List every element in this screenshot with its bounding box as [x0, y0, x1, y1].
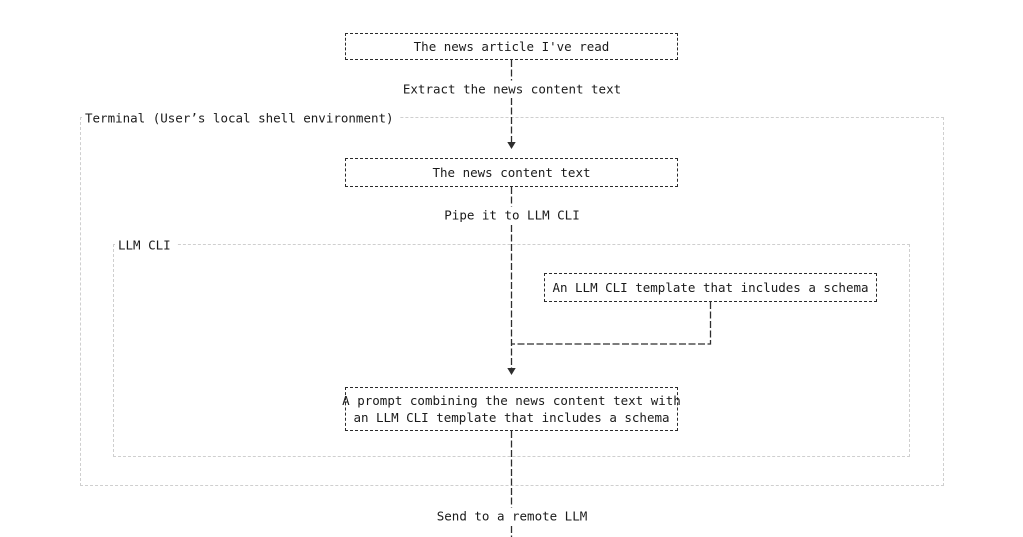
node-news-article: The news article I've read [345, 33, 678, 60]
node-news-content-text: The news content text [345, 158, 678, 187]
node-combined-prompt: A prompt combining the news content text… [342, 387, 681, 431]
node-llm-cli-template: An LLM CLI template that includes a sche… [544, 273, 877, 302]
edge-template-connector [511, 302, 712, 345]
llm-cli-group-label: LLM CLI [115, 237, 176, 253]
node-combined-prompt-label-line1: A prompt combining the news content text… [342, 393, 681, 408]
edge-pipe-arrowhead [507, 368, 516, 375]
node-news-article-label: The news article I've read [413, 38, 610, 54]
edge-label-extract: Extract the news content text [395, 80, 629, 98]
node-news-content-text-label: The news content text [432, 164, 591, 180]
node-combined-prompt-label-line2: an LLM CLI template that includes a sche… [353, 410, 670, 425]
edge-label-send: Send to a remote LLM [429, 507, 595, 525]
node-llm-cli-template-label: An LLM CLI template that includes a sche… [552, 279, 869, 295]
edge-extract-arrowhead [507, 142, 516, 149]
terminal-group-label: Terminal (User’s local shell environment… [82, 110, 399, 126]
edge-label-pipe: Pipe it to LLM CLI [437, 206, 587, 224]
